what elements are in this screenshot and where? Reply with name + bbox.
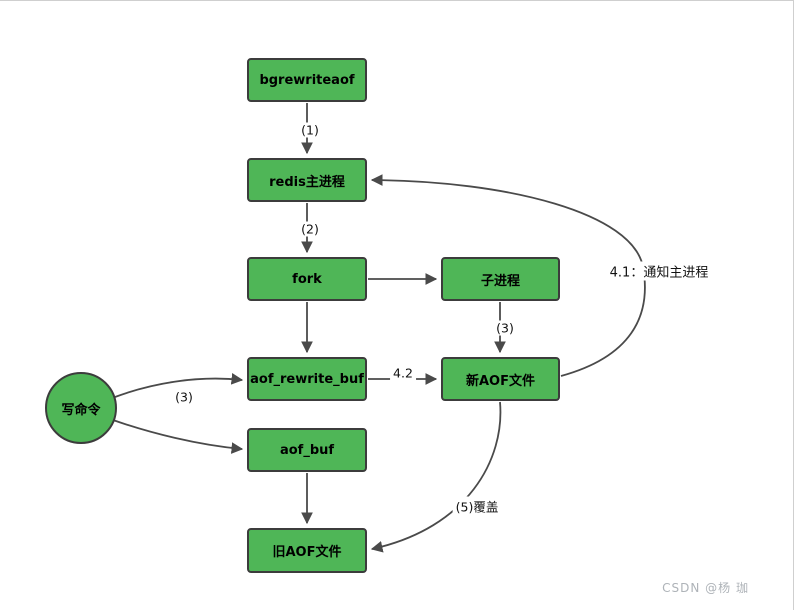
node-write-command-label: 写命令 bbox=[61, 402, 101, 418]
edge-new-aof-file-to-redis-main bbox=[370, 174, 646, 377]
edge-label-step-5-overwrite: (5)覆盖 bbox=[452, 496, 502, 516]
node-bgrewriteaof-label: bgrewriteaof bbox=[259, 72, 355, 88]
node-aof-rewrite-buf: aof_rewrite_buf bbox=[247, 357, 367, 401]
edge-label-step-3-write: (3) bbox=[172, 389, 196, 405]
node-aof-buf: aof_buf bbox=[247, 428, 367, 472]
edge-label-step-4-2: 4.2 bbox=[390, 365, 416, 381]
node-child-process: 子进程 bbox=[441, 257, 560, 301]
edge-label-step-4-1-notify: 4.1：通知主进程 bbox=[606, 261, 712, 281]
edge-new-aof-file-to-old-aof-file bbox=[370, 401, 502, 553]
edge-label-step-3-child: (3) bbox=[493, 320, 517, 336]
node-old-aof-file: 旧AOF文件 bbox=[247, 528, 367, 573]
node-fork: fork bbox=[247, 257, 367, 301]
node-redis-main-process-label: redis主进程 bbox=[269, 174, 345, 190]
edge-label-step-2: (2) bbox=[298, 221, 322, 237]
node-new-aof-file-label: 新AOF文件 bbox=[466, 373, 535, 389]
node-bgrewriteaof: bgrewriteaof bbox=[247, 58, 367, 102]
node-old-aof-file-label: 旧AOF文件 bbox=[272, 545, 342, 560]
node-child-process-label: 子进程 bbox=[480, 273, 520, 289]
node-redis-main-process: redis主进程 bbox=[247, 158, 367, 202]
csdn-watermark: CSDN @杨 珈 bbox=[662, 581, 749, 595]
node-aof-buf-label: aof_buf bbox=[279, 442, 335, 458]
edge-label-step-1: (1) bbox=[298, 122, 322, 138]
edge-write-command-to-aof-buf bbox=[112, 419, 244, 454]
node-aof-rewrite-buf-label: aof_rewrite_buf bbox=[250, 371, 364, 387]
node-fork-label: fork bbox=[292, 271, 322, 287]
node-write-command: 写命令 bbox=[45, 372, 117, 444]
node-new-aof-file: 新AOF文件 bbox=[441, 357, 560, 401]
edge-write-command-to-aof-rewrite-buf bbox=[114, 373, 244, 398]
